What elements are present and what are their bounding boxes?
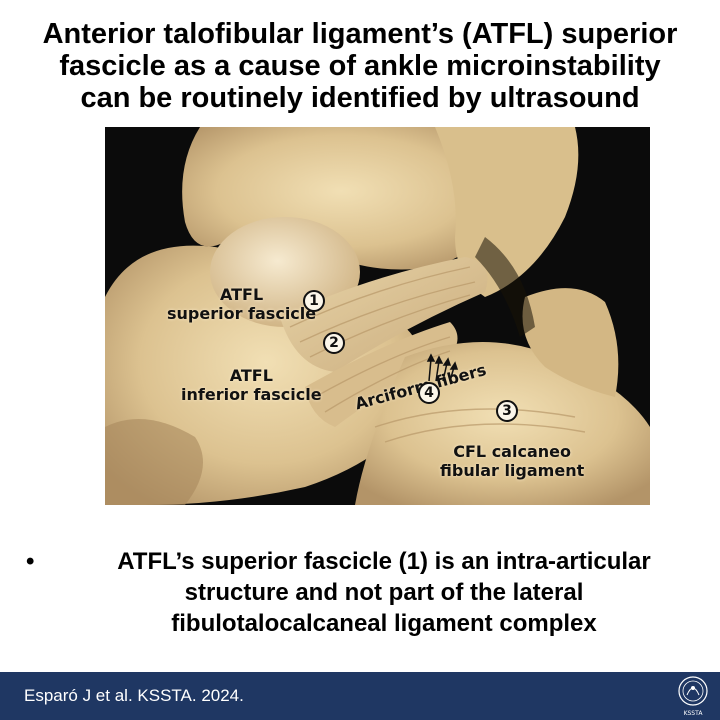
title-line-3: can be routinely identified by ultrasoun… [80,82,640,114]
citation: Esparó J et al. KSSTA. 2024. [24,686,244,705]
marker-1: 1 [303,290,325,312]
bullet-text: ATFL’s superior fascicle (1) is an intra… [64,546,704,639]
title-line-1: Anterior talofibular ligament’s (ATFL) s… [42,18,678,50]
title-line-2: fascicle as a cause of ankle microinstab… [59,50,661,82]
bullet-symbol: • [26,548,35,575]
label-atfl-inferior-fascicle: ATFL inferior fascicle [181,366,322,404]
logo-text: KSSTA [683,710,703,717]
label-atfl-inferior-line-1: ATFL [229,366,273,385]
label-atfl-superior-line-2: superior fascicle [167,304,317,323]
anatomical-dissection-photo: ATFL superior fascicle ATFL inferior fas… [105,127,650,505]
label-atfl-inferior-line-2: inferior fascicle [181,385,322,404]
label-atfl-superior-fascicle: ATFL superior fascicle [167,285,316,323]
bullet-line-2: structure and not part of the lateral [184,579,584,606]
arciform-arrows-icon [426,353,459,382]
footer-bar: Esparó J et al. KSSTA. 2024. KSSTA [0,672,720,720]
marker-2: 2 [323,332,345,354]
label-atfl-superior-line-1: ATFL [219,285,264,304]
bullet-line-1: ATFL’s superior fascicle (1) is an intra… [117,548,651,575]
label-cfl: CFL calcaneo fibular ligament [440,442,584,480]
bullet-line-3: fibulotalocalcaneal ligament complex [171,610,597,637]
label-cfl-line-2: fibular ligament [440,461,585,480]
marker-3: 3 [496,400,518,422]
marker-4: 4 [418,382,440,404]
kssta-logo: KSSTA [674,675,712,717]
slide-title: Anterior talofibular ligament’s (ATFL) s… [0,18,720,114]
label-cfl-line-1: CFL calcaneo [453,442,571,461]
kssta-seal-icon [678,676,708,706]
